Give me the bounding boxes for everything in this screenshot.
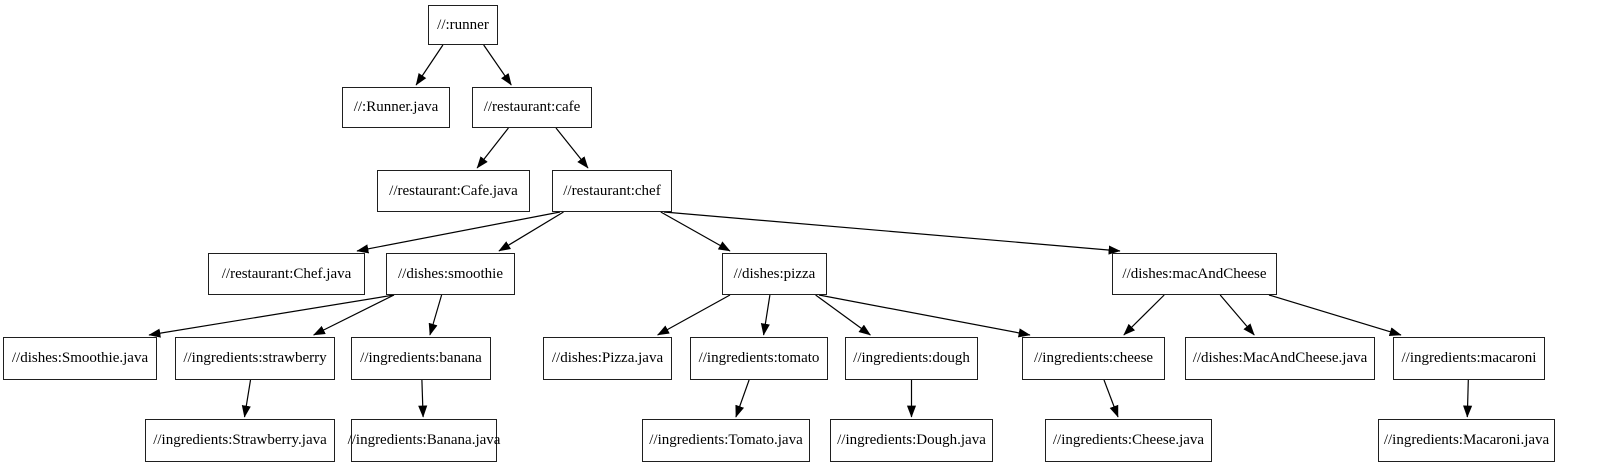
graph-edge-strawberry-to-strawberry-java [241, 379, 252, 418]
graph-node-runner-java: //:Runner.java [342, 87, 450, 128]
graph-node-chef: //restaurant:chef [552, 170, 672, 212]
graph-node-cafe-java: //restaurant:Cafe.java [377, 170, 530, 212]
graph-node-chef-java: //restaurant:Chef.java [208, 253, 365, 295]
graph-node-mac-and-cheese: //dishes:macAndCheese [1112, 253, 1277, 295]
graph-node-pizza: //dishes:pizza [722, 253, 827, 295]
graph-edge-smoothie-to-smoothie-java [148, 294, 395, 338]
graph-edge-pizza-to-cheese [818, 294, 1031, 338]
graph-edge-smoothie-to-strawberry [313, 294, 395, 336]
graph-node-banana-java: //ingredients:Banana.java [348, 419, 500, 462]
graph-edge-chef-to-pizza [660, 211, 731, 252]
graph-node-runner: //:runner [428, 5, 498, 45]
graph-edge-cafe-to-chef [555, 127, 589, 169]
graph-edge-runner-to-cafe [483, 44, 512, 86]
graph-node-tomato: //ingredients:tomato [690, 337, 828, 380]
graph-node-smoothie-java: //dishes:Smoothie.java [3, 337, 157, 380]
graph-node-strawberry-java: //ingredients:Strawberry.java [145, 419, 335, 462]
graph-edge-macaroni-to-macaroni-java [1463, 379, 1473, 418]
graph-node-smoothie: //dishes:smoothie [386, 253, 515, 295]
graph-edge-cheese-to-cheese-java [1103, 379, 1119, 418]
graph-node-banana: //ingredients:banana [351, 337, 491, 380]
graph-node-dough-java: //ingredients:Dough.java [830, 419, 993, 462]
graph-edge-pizza-to-pizza-java [657, 294, 731, 336]
graph-edge-banana-to-banana-java [418, 379, 428, 418]
graph-node-cheese: //ingredients:cheese [1022, 337, 1165, 380]
graph-edge-runner-to-runner-java [415, 44, 444, 86]
graph-edge-chef-to-smoothie [498, 211, 564, 252]
graph-node-macaroni: //ingredients:macaroni [1393, 337, 1545, 380]
graph-node-strawberry: //ingredients:strawberry [175, 337, 335, 380]
graph-edge-mac-and-cheese-to-mac-and-cheese-java [1219, 294, 1255, 336]
graph-edge-tomato-to-tomato-java [735, 379, 750, 418]
graph-edge-cafe-to-cafe-java [476, 127, 509, 169]
graph-edge-mac-and-cheese-to-cheese [1123, 294, 1165, 336]
graph-edge-pizza-to-dough [815, 294, 871, 336]
graph-node-cheese-java: //ingredients:Cheese.java [1045, 419, 1212, 462]
graph-edge-chef-to-mac-and-cheese [663, 211, 1121, 255]
graph-node-dough: //ingredients:dough [845, 337, 978, 380]
graph-node-cafe: //restaurant:cafe [472, 87, 592, 128]
graph-node-macaroni-java: //ingredients:Macaroni.java [1378, 419, 1555, 462]
graph-node-pizza-java: //dishes:Pizza.java [543, 337, 672, 380]
graph-edge-smoothie-to-banana [428, 294, 443, 336]
graph-edge-pizza-to-tomato [760, 294, 771, 336]
graph-edge-chef-to-chef-java [356, 211, 561, 254]
graph-node-tomato-java: //ingredients:Tomato.java [642, 419, 810, 462]
graph-edge-mac-and-cheese-to-macaroni [1268, 294, 1402, 337]
graph-node-mac-and-cheese-java: //dishes:MacAndCheese.java [1185, 337, 1375, 380]
